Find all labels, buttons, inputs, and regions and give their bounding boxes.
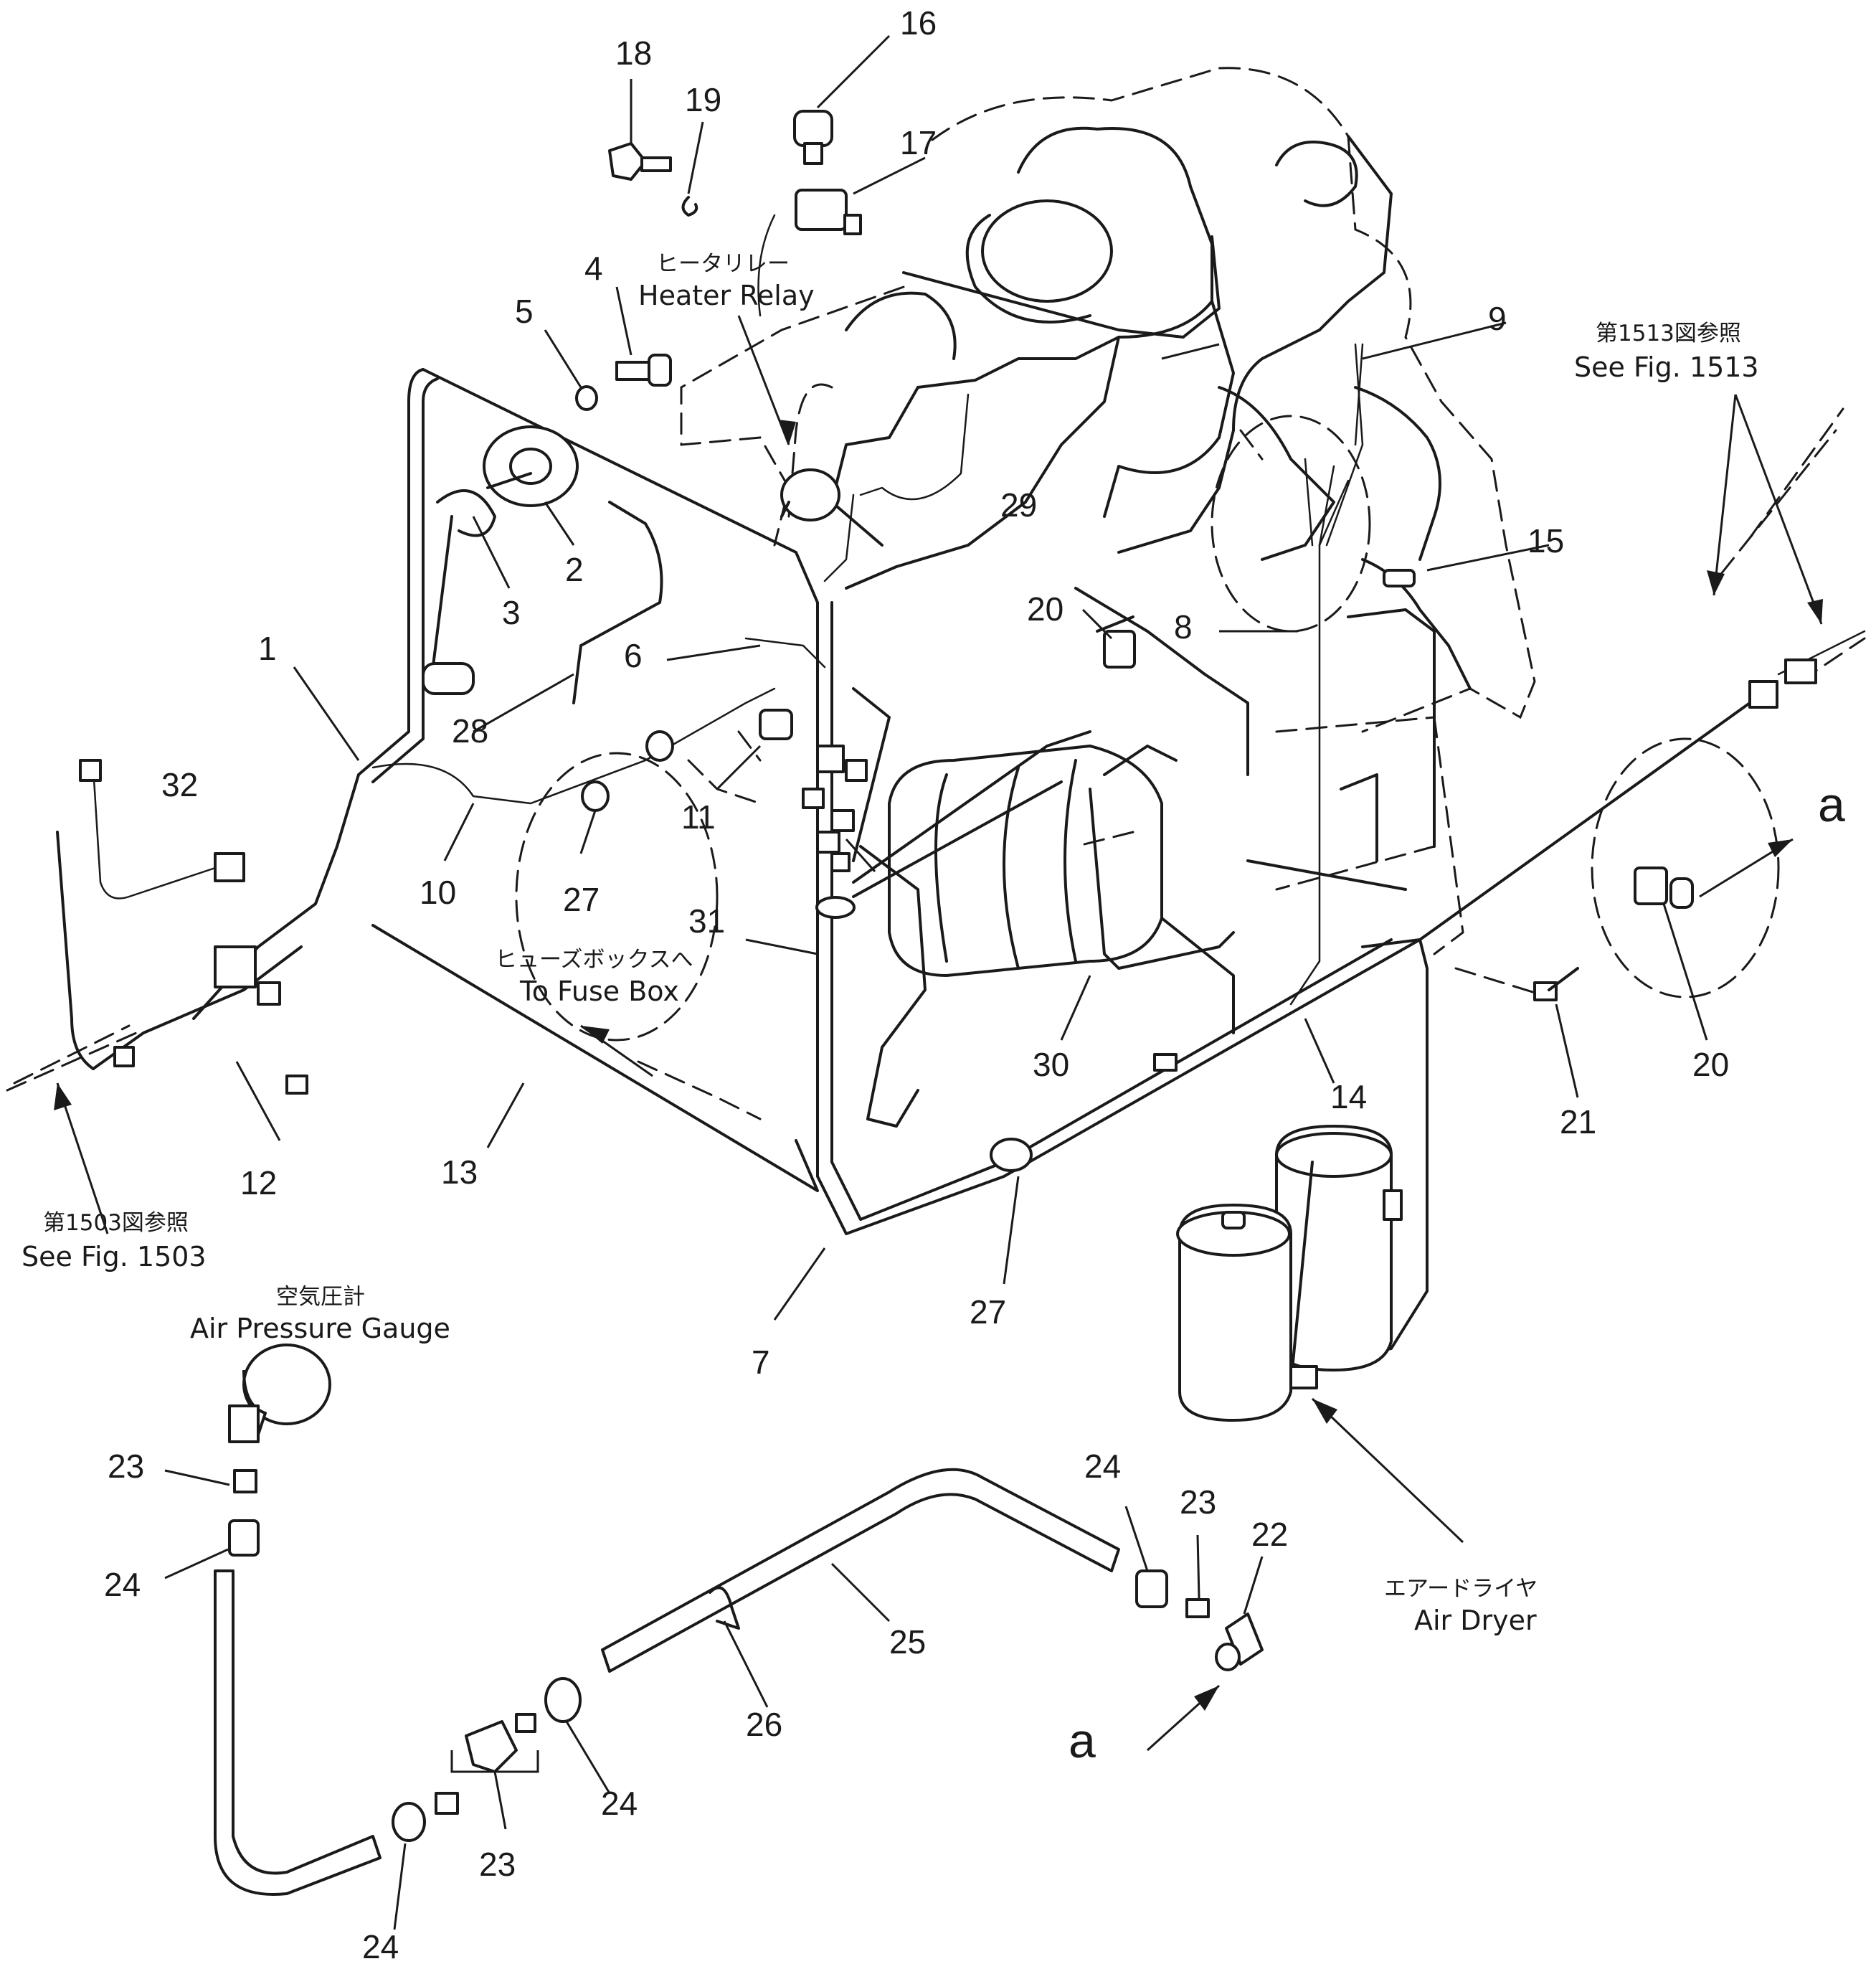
callout-1: 1 <box>258 630 277 667</box>
callout-6: 6 <box>624 637 643 674</box>
screw-21 <box>1533 967 1579 1001</box>
ref-a-bottom: a <box>1069 1714 1096 1768</box>
fitting-23b <box>435 1713 536 1815</box>
fuse-box-label: To Fuse Box <box>519 976 679 1007</box>
callout-29: 29 <box>1000 486 1037 524</box>
tube-25 <box>601 1468 1120 1673</box>
callout-22: 22 <box>1251 1516 1288 1553</box>
ref-a-top: a <box>1818 778 1845 832</box>
nut-24c <box>544 1677 582 1723</box>
callout-3: 3 <box>502 594 521 631</box>
washer-5 <box>575 385 598 411</box>
connector-13 <box>285 1075 308 1095</box>
sensor-3 <box>422 489 496 695</box>
callout-5: 5 <box>515 293 534 330</box>
tube-bottom <box>214 1569 382 1896</box>
connector-32 <box>79 759 245 882</box>
air-pressure-gauge <box>228 1344 331 1443</box>
callout-32: 32 <box>161 766 198 803</box>
nut-24d <box>1135 1569 1168 1608</box>
callout-23b: 23 <box>479 1846 516 1883</box>
callout-9: 9 <box>1488 300 1507 337</box>
component-relay-17 <box>795 189 862 235</box>
fitting-23c <box>1185 1598 1210 1618</box>
callout-24d: 24 <box>1084 1448 1121 1485</box>
heater-relay-jp-label: ヒータリレー <box>656 251 790 277</box>
callout-20b: 20 <box>1692 1046 1729 1083</box>
callout-30: 30 <box>1033 1046 1069 1083</box>
switch-11 <box>759 709 793 740</box>
clamp-27b <box>990 1138 1033 1172</box>
fig1513-label: See Fig. 1513 <box>1574 351 1759 383</box>
air-dryer-jp-label: エアードライヤ <box>1384 1576 1538 1602</box>
callout-12: 12 <box>240 1164 277 1201</box>
bolt-4 <box>615 354 672 387</box>
elbow-22 <box>1215 1612 1264 1671</box>
callout-numbers: 16 17 18 19 4 5 2 3 1 28 6 11 10 27 31 2… <box>104 4 1729 1965</box>
fig1503-jp-label: 第1503図参照 <box>43 1210 189 1236</box>
connector-12 <box>113 945 281 1067</box>
callout-10: 10 <box>420 874 456 911</box>
nut-24a <box>228 1519 260 1557</box>
fig1503-label: See Fig. 1503 <box>22 1241 207 1272</box>
callout-18: 18 <box>615 34 652 72</box>
clamp-27a <box>581 730 674 812</box>
callout-8: 8 <box>1174 608 1193 646</box>
callout-27a: 27 <box>563 881 600 918</box>
leader-lines <box>54 34 1823 1930</box>
connector-20a <box>1096 615 1136 669</box>
air-gauge-jp-label: 空気圧計 <box>276 1284 365 1310</box>
clamp-26 <box>709 1586 740 1630</box>
air-gauge-label: Air Pressure Gauge <box>190 1313 450 1344</box>
callout-2: 2 <box>565 551 584 588</box>
heater-relay-label: Heater Relay <box>638 280 815 311</box>
connector-14 <box>1153 1053 1178 1072</box>
connector-cluster <box>802 745 868 872</box>
callout-28: 28 <box>452 712 488 750</box>
callout-11: 11 <box>681 798 716 836</box>
engine-outline <box>680 67 1550 1128</box>
callout-13: 13 <box>441 1153 478 1191</box>
connector-right-fig1513 <box>1748 658 1817 709</box>
clamp-31 <box>815 896 856 919</box>
callout-23c: 23 <box>1180 1483 1216 1521</box>
fitting-23a <box>233 1469 257 1493</box>
plate-2 <box>483 425 579 507</box>
callout-24c: 24 <box>601 1785 638 1822</box>
switch-20b <box>1634 867 1694 909</box>
sensor-15 <box>1383 569 1416 587</box>
text-labels: ヒータリレー Heater Relay ヒューズボックスへ To Fuse Bo… <box>22 251 1845 1768</box>
callout-15: 15 <box>1527 522 1564 559</box>
callout-27b: 27 <box>970 1293 1006 1331</box>
callout-23a: 23 <box>108 1448 144 1485</box>
fuse-box-jp-label: ヒューズボックスへ <box>495 947 693 973</box>
air-dryer-label: Air Dryer <box>1414 1605 1537 1636</box>
callout-4: 4 <box>584 250 603 287</box>
callout-21: 21 <box>1560 1103 1596 1141</box>
callout-20a: 20 <box>1027 590 1063 628</box>
fig1513-jp-label: 第1513図参照 <box>1596 321 1741 346</box>
callout-26: 26 <box>746 1706 782 1743</box>
nut-24b <box>392 1802 426 1842</box>
callout-25: 25 <box>889 1623 926 1661</box>
turbo-housing <box>981 199 1113 303</box>
bolt-18 <box>608 142 672 181</box>
air-dryer <box>1176 1125 1403 1422</box>
callout-24b: 24 <box>362 1928 399 1965</box>
callout-31: 31 <box>688 902 725 940</box>
callout-19: 19 <box>685 81 721 118</box>
component-relay-16 <box>793 110 833 165</box>
callout-16: 16 <box>900 4 937 42</box>
callout-14: 14 <box>1330 1078 1367 1115</box>
washer-19 <box>681 196 698 217</box>
heater-relay <box>780 468 840 521</box>
callout-7: 7 <box>752 1344 770 1381</box>
callout-17: 17 <box>900 124 937 161</box>
callout-24a: 24 <box>104 1566 141 1603</box>
